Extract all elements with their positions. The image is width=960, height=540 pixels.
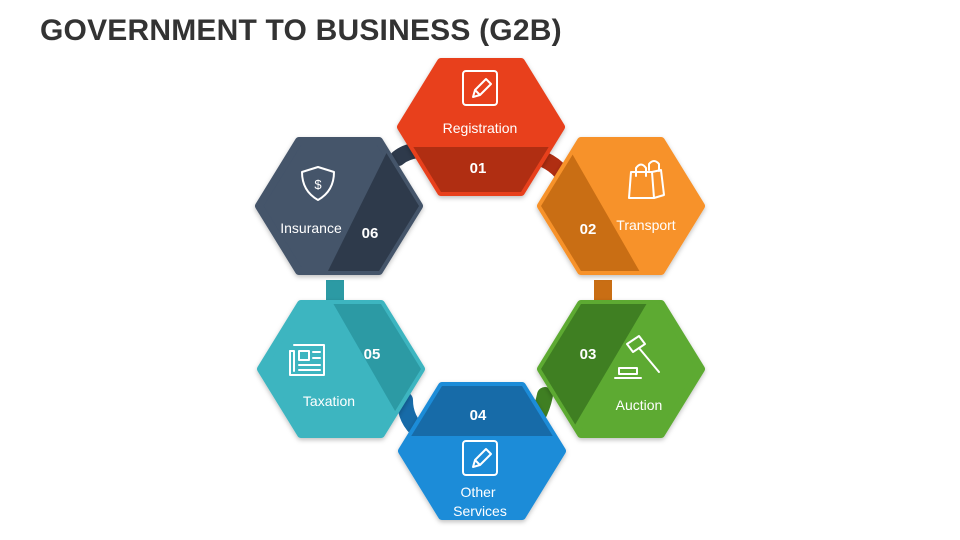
label-other-services: Other Services — [453, 484, 507, 519]
pencil-square-icon — [462, 70, 498, 106]
label-registration: Registration — [443, 120, 518, 136]
shield-dollar-icon: $ — [301, 166, 335, 201]
newspaper-icon — [289, 344, 325, 376]
step-insurance[interactable]: $ Insurance 06 — [255, 137, 425, 277]
label-taxation: Taxation — [303, 393, 355, 409]
number-05: 05 — [364, 346, 381, 363]
pencil-square-icon — [462, 440, 498, 476]
dollar-sign: $ — [314, 177, 322, 192]
step-auction[interactable]: Auction 03 — [535, 298, 705, 438]
number-06: 06 — [362, 225, 379, 242]
shopping-bags-icon — [628, 160, 665, 199]
label-other-services-line-2: Services — [453, 503, 507, 519]
gavel-icon — [614, 335, 660, 379]
number-03: 03 — [580, 346, 597, 363]
number-02: 02 — [580, 221, 597, 238]
label-insurance: Insurance — [280, 220, 342, 236]
step-registration[interactable]: Registration 01 — [395, 58, 567, 199]
number-01: 01 — [470, 160, 487, 177]
label-auction: Auction — [616, 397, 663, 413]
number-04: 04 — [470, 407, 487, 424]
label-transport: Transport — [616, 217, 676, 233]
label-other-services-line-1: Other — [461, 484, 496, 500]
step-other-services[interactable]: Other Services 04 — [396, 380, 568, 520]
page-title: GOVERNMENT TO BUSINESS (G2B) — [40, 14, 562, 47]
